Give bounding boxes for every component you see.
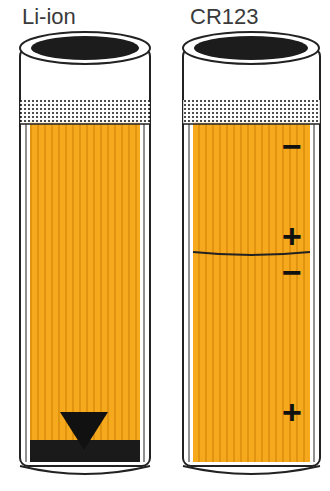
li-ion-cell bbox=[30, 122, 140, 462]
li-ion-holder bbox=[20, 32, 150, 474]
polarity-sign: + bbox=[282, 395, 302, 429]
tube-body bbox=[183, 48, 320, 466]
tube-opening bbox=[194, 36, 308, 60]
tube-body bbox=[20, 48, 150, 466]
tube-opening bbox=[31, 36, 139, 60]
tube-rim bbox=[183, 32, 319, 64]
holder-label: Li-ion bbox=[22, 6, 76, 28]
polarity-sign: − bbox=[282, 129, 302, 163]
knurling bbox=[20, 100, 150, 124]
knurling bbox=[183, 100, 320, 124]
cell-ribs bbox=[193, 122, 310, 462]
cell-ribs bbox=[30, 122, 140, 462]
polarity-sign: + bbox=[282, 219, 302, 253]
cr123-holder bbox=[183, 32, 320, 474]
cr123-cells bbox=[193, 122, 310, 462]
polarity-sign: − bbox=[282, 255, 302, 289]
direction-triangle bbox=[60, 412, 108, 450]
holder-label: CR123 bbox=[190, 6, 258, 28]
tube-rim bbox=[20, 32, 150, 64]
